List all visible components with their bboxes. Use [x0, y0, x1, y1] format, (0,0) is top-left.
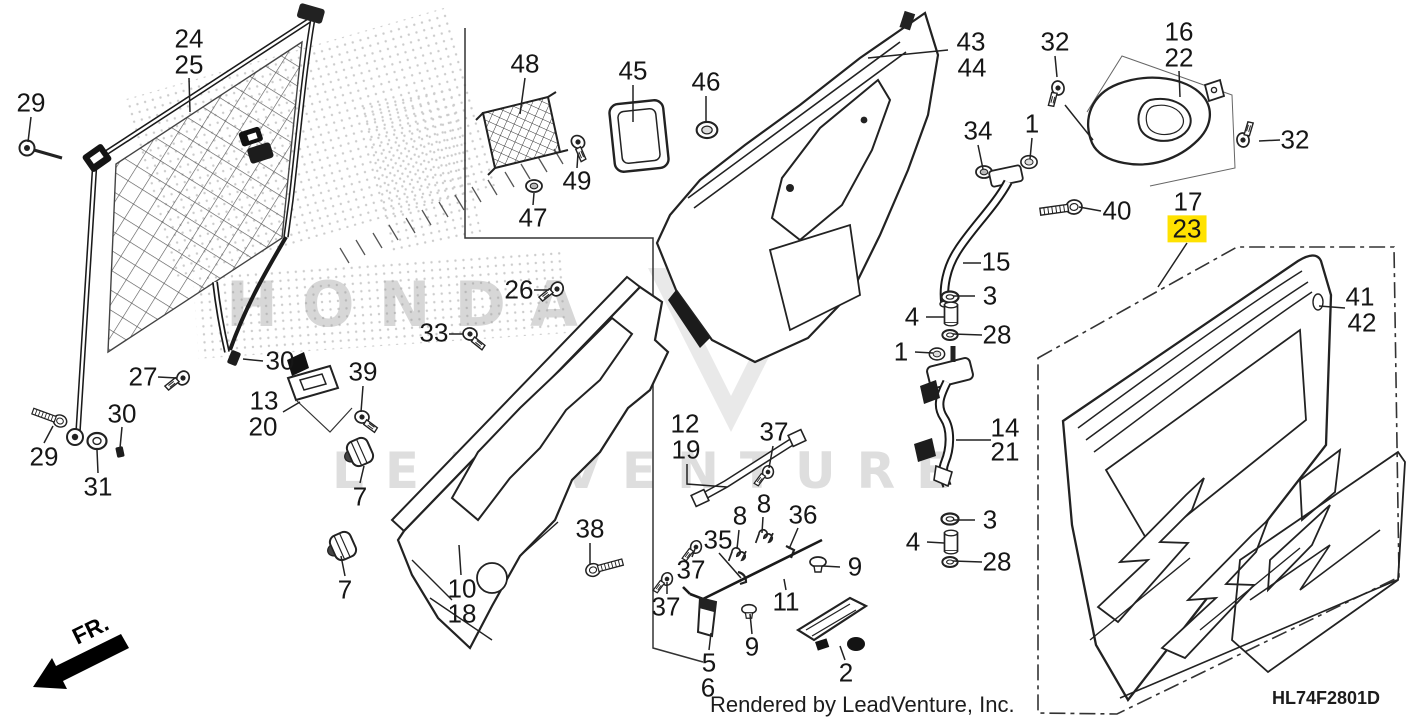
callout-29[interactable]: 29 — [29, 441, 59, 472]
callout-23[interactable]: 23 — [1167, 215, 1207, 243]
callout-39[interactable]: 39 — [348, 356, 378, 387]
latch-hardware-drawing — [583, 428, 869, 651]
callout-32[interactable]: 32 — [1280, 124, 1310, 155]
callout-22[interactable]: 22 — [1164, 42, 1194, 73]
callout-3[interactable]: 3 — [982, 504, 998, 535]
window-net-drawing — [18, 3, 564, 446]
callout-37[interactable]: 37 — [676, 554, 706, 585]
callout-43[interactable]: 43 — [956, 26, 986, 57]
callout-9[interactable]: 9 — [744, 631, 760, 662]
callout-6[interactable]: 6 — [700, 672, 716, 703]
callout-27[interactable]: 27 — [128, 361, 158, 392]
callout-17[interactable]: 17 — [1173, 186, 1203, 217]
callout-30[interactable]: 30 — [107, 398, 137, 429]
inner-panel-drawing — [655, 10, 940, 364]
leader-lines — [27, 49, 1346, 661]
front-direction-arrow — [33, 634, 129, 689]
diagram-code: HL74F2801D — [1272, 688, 1381, 708]
callout-1[interactable]: 1 — [1024, 108, 1040, 139]
callout-15[interactable]: 15 — [981, 246, 1011, 277]
callout-12[interactable]: 12 — [670, 408, 700, 439]
callout-34[interactable]: 34 — [963, 115, 993, 146]
callout-1[interactable]: 1 — [893, 336, 909, 367]
callout-46[interactable]: 46 — [691, 66, 721, 97]
callout-4[interactable]: 4 — [904, 301, 920, 332]
callout-36[interactable]: 36 — [788, 499, 818, 530]
callout-30[interactable]: 30 — [265, 345, 295, 376]
callout-20[interactable]: 20 — [248, 411, 278, 442]
callout-42[interactable]: 42 — [1347, 307, 1377, 338]
callout-7[interactable]: 7 — [337, 574, 353, 605]
callout-14[interactable]: 14 — [990, 412, 1020, 443]
callout-25[interactable]: 25 — [174, 49, 204, 80]
decal-500-graphic — [1089, 448, 1342, 660]
callout-49[interactable]: 49 — [562, 165, 592, 196]
callout-5[interactable]: 5 — [701, 647, 717, 678]
callout-28[interactable]: 28 — [982, 546, 1012, 577]
callout-10[interactable]: 10 — [447, 573, 477, 604]
callout-16[interactable]: 16 — [1164, 16, 1194, 47]
cover-drawing — [1042, 55, 1258, 187]
callout-38[interactable]: 38 — [575, 513, 605, 544]
callout-29[interactable]: 29 — [16, 87, 46, 118]
callout-24[interactable]: 24 — [174, 23, 204, 54]
callout-9[interactable]: 9 — [847, 551, 863, 582]
callout-28[interactable]: 28 — [982, 319, 1012, 350]
callout-48[interactable]: 48 — [510, 48, 540, 79]
callout-41[interactable]: 41 — [1345, 281, 1375, 312]
callout-47[interactable]: 47 — [518, 202, 548, 233]
callout-19[interactable]: 19 — [671, 434, 701, 465]
callout-44[interactable]: 44 — [957, 52, 987, 83]
callout-2[interactable]: 2 — [838, 657, 854, 688]
callout-3[interactable]: 3 — [982, 280, 998, 311]
callout-18[interactable]: 18 — [447, 598, 477, 629]
left-fasteners-drawing — [30, 352, 381, 566]
outer-panel-drawing — [1061, 254, 1406, 703]
callout-8[interactable]: 8 — [732, 500, 748, 531]
callout-21[interactable]: 21 — [990, 436, 1020, 467]
callout-45[interactable]: 45 — [618, 55, 648, 86]
callout-26[interactable]: 26 — [504, 274, 534, 305]
callout-11[interactable]: 11 — [772, 586, 800, 617]
callout-32[interactable]: 32 — [1040, 26, 1070, 57]
tube-assembly-drawing — [928, 154, 1084, 361]
callout-37[interactable]: 37 — [651, 591, 681, 622]
rendered-by-credit: Rendered by LeadVenture, Inc. — [710, 692, 1015, 717]
callout-33[interactable]: 33 — [419, 317, 449, 348]
door-frame-drawing — [390, 275, 670, 650]
callout-13[interactable]: 13 — [249, 385, 279, 416]
callout-8[interactable]: 8 — [756, 488, 772, 519]
bracket-assembly-drawing — [914, 346, 974, 568]
inset-detail-parts-drawing — [459, 91, 719, 352]
callout-40[interactable]: 40 — [1102, 195, 1132, 226]
callout-37[interactable]: 37 — [759, 416, 789, 447]
callout-31[interactable]: 31 — [83, 471, 113, 502]
inset-boundary-line — [464, 28, 704, 663]
callout-7[interactable]: 7 — [352, 481, 368, 512]
callout-4[interactable]: 4 — [905, 526, 921, 557]
callout-35[interactable]: 35 — [703, 524, 733, 555]
